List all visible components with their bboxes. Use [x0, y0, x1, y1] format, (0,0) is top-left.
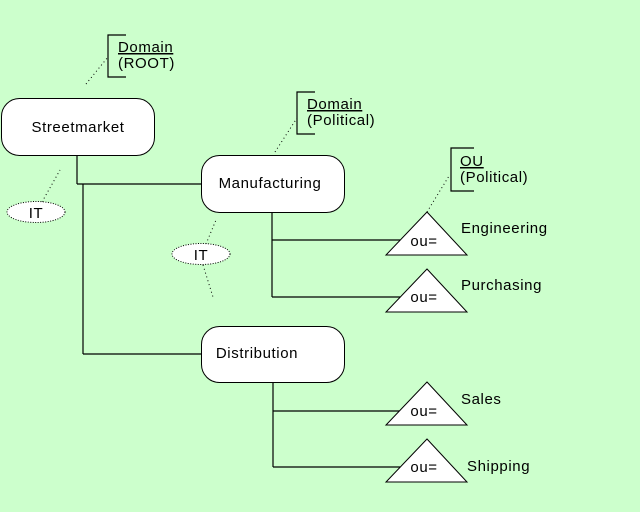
- bracket: [450, 147, 474, 192]
- annotation-political-domain: Domain (Political): [296, 91, 375, 135]
- ou-triangle: [384, 268, 469, 313]
- leader-it-1: [41, 169, 61, 203]
- leader-political-ou: [426, 175, 450, 213]
- ou-purchasing[interactable]: ou= Purchasing: [384, 268, 542, 313]
- annotation-type: OU: [460, 153, 484, 170]
- leader-it-2-up: [205, 219, 217, 245]
- node-label: Manufacturing: [219, 175, 322, 192]
- it-ellipse: [6, 201, 66, 223]
- bracket: [107, 34, 126, 78]
- annotation-type: Domain: [307, 96, 362, 113]
- node-label: Streetmarket: [31, 119, 124, 136]
- ou-name: Shipping: [467, 458, 530, 475]
- leader-political-domain: [274, 117, 298, 153]
- leader-lines: [41, 56, 450, 298]
- ou-name: Sales: [461, 391, 502, 408]
- ou-engineering[interactable]: ou= Engineering: [384, 211, 548, 256]
- it-label-1: IT: [6, 201, 66, 223]
- ou-triangle: [384, 211, 469, 256]
- ou-name: Purchasing: [461, 277, 542, 294]
- ou-prefix: ou=: [410, 233, 437, 250]
- leader-it-2-down: [202, 264, 214, 298]
- node-label: Distribution: [216, 345, 298, 362]
- ou-prefix: ou=: [410, 403, 437, 420]
- annotation-root: Domain (ROOT): [107, 34, 175, 78]
- node-box: [201, 326, 345, 383]
- ou-name: Engineering: [461, 220, 548, 237]
- annotation-qualifier: (ROOT): [118, 55, 175, 72]
- annotation-type: Domain: [118, 39, 173, 56]
- node-box: [1, 98, 155, 156]
- node-manufacturing[interactable]: Manufacturing: [201, 155, 345, 213]
- it-label-2: IT: [171, 243, 231, 265]
- node-distribution[interactable]: Distribution: [201, 326, 345, 383]
- ou-triangle: [384, 381, 469, 426]
- annotation-qualifier: (Political): [460, 169, 528, 186]
- it-text: IT: [29, 205, 44, 222]
- node-streetmarket[interactable]: Streetmarket: [1, 98, 155, 156]
- bracket: [296, 91, 315, 135]
- ou-shipping[interactable]: ou= Shipping: [384, 438, 530, 483]
- node-box: [201, 155, 345, 213]
- annotation-qualifier: (Political): [307, 112, 375, 129]
- ou-prefix: ou=: [410, 289, 437, 306]
- annotation-political-ou: OU (Political): [450, 147, 528, 192]
- it-text: IT: [194, 247, 209, 264]
- connectors: [76, 155, 400, 468]
- ou-prefix: ou=: [410, 459, 437, 476]
- ou-sales[interactable]: ou= Sales: [384, 381, 502, 426]
- leader-root-annotation: [85, 56, 109, 85]
- it-ellipse: [171, 243, 231, 265]
- ou-triangle: [384, 438, 469, 483]
